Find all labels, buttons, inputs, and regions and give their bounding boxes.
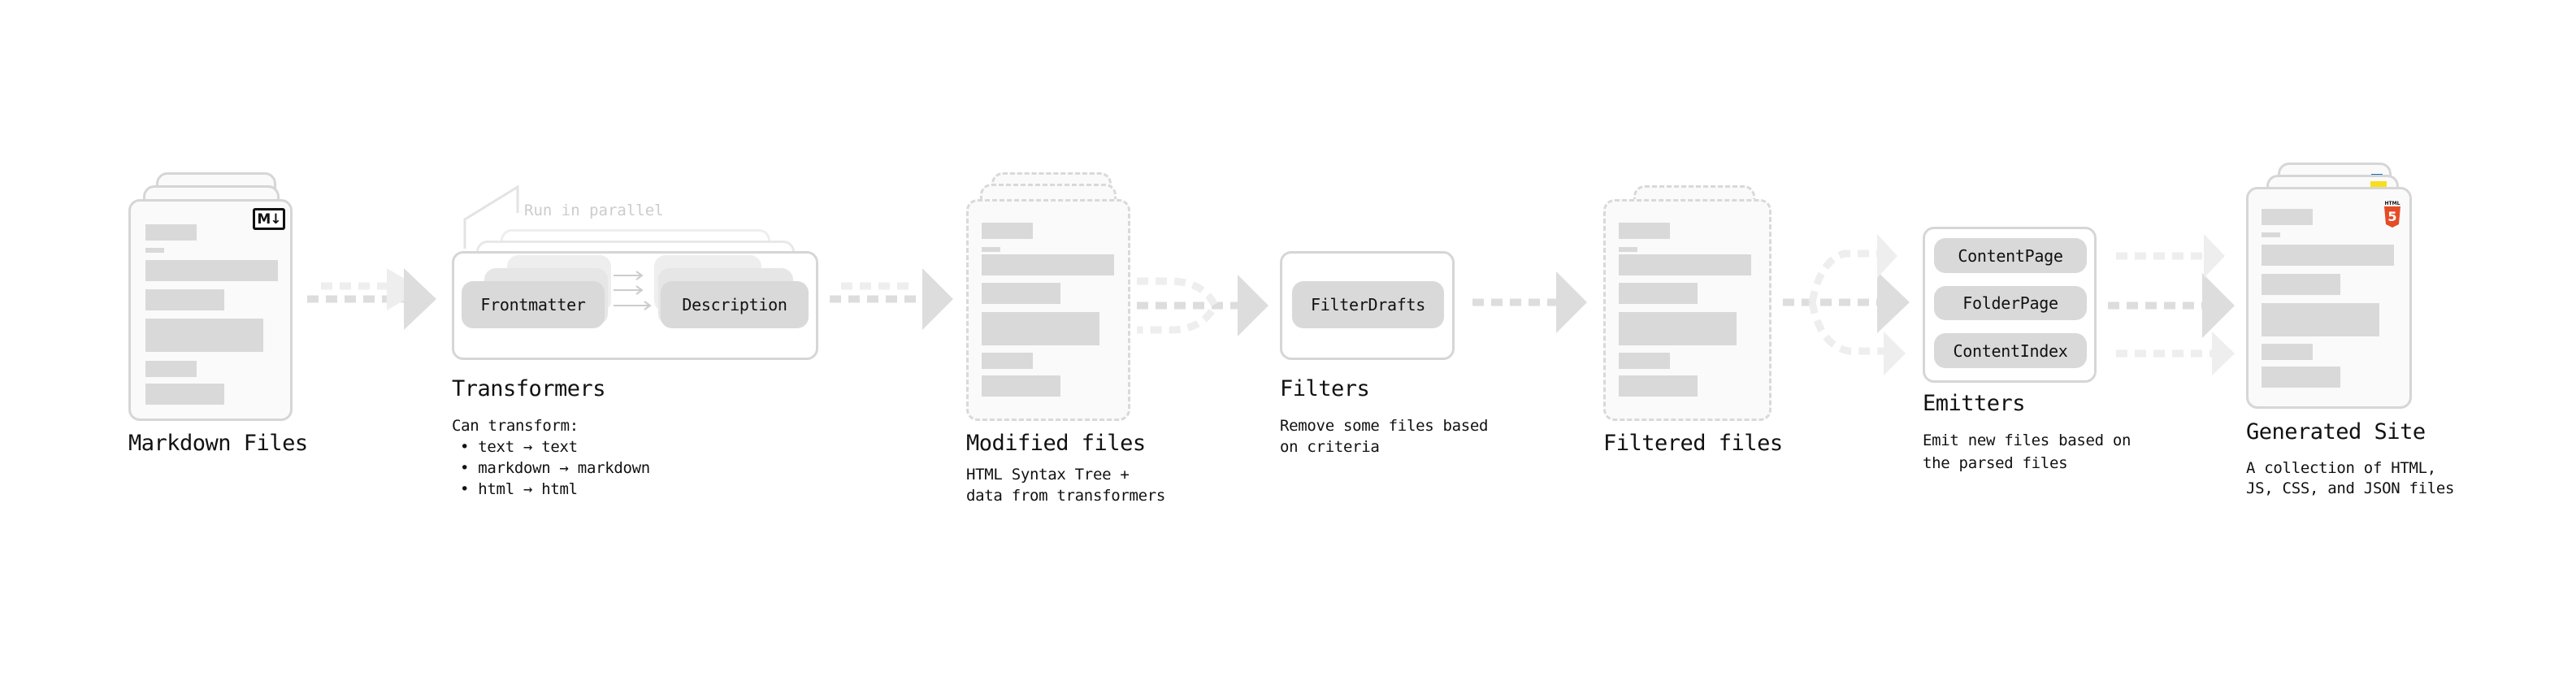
plugin-frontmatter[interactable]: Frontmatter xyxy=(462,281,605,328)
generated-desc-line: A collection of HTML, xyxy=(2246,459,2436,477)
modified-desc-line: data from transformers xyxy=(966,487,1166,505)
markdown-file-card: M↓ xyxy=(128,199,293,421)
plugin-description[interactable]: Description xyxy=(661,281,809,328)
transform-bullet: • html → html xyxy=(460,480,578,498)
modified-file-card xyxy=(966,199,1130,421)
stage-title-modified: Modified files xyxy=(966,431,1146,456)
transform-bullet: • text → text xyxy=(460,438,578,456)
svg-text:5: 5 xyxy=(2387,209,2396,224)
markdown-icon: M↓ xyxy=(253,208,285,230)
transformers-desc-heading: Can transform: xyxy=(452,417,579,435)
html5-icon: HTML 5 xyxy=(2383,201,2401,231)
emitters-desc-line: Emit new files based on xyxy=(1923,432,2131,449)
plugin-contentindex[interactable]: ContentIndex xyxy=(1934,333,2087,368)
modified-desc-line: HTML Syntax Tree + xyxy=(966,466,1130,484)
transform-bullet: • markdown → markdown xyxy=(460,459,650,477)
plugin-filterdrafts[interactable]: FilterDrafts xyxy=(1292,281,1444,328)
stage-title-filters: Filters xyxy=(1280,376,1370,401)
plugin-folderpage[interactable]: FolderPage xyxy=(1934,286,2087,320)
stage-title-emitters: Emitters xyxy=(1923,391,2026,416)
parallel-note: Run in parallel xyxy=(524,202,664,219)
filters-desc-line: on criteria xyxy=(1280,438,1380,456)
stage-title-filtered: Filtered files xyxy=(1603,431,1783,456)
emitters-desc-line: the parsed files xyxy=(1923,454,2068,472)
stage-title-generated: Generated Site xyxy=(2246,419,2426,445)
generated-file-card: HTML 5 xyxy=(2246,187,2412,409)
filters-desc-line: Remove some files based xyxy=(1280,417,1489,435)
filtered-file-card xyxy=(1603,199,1772,421)
plugin-contentpage[interactable]: ContentPage xyxy=(1934,238,2087,273)
generated-desc-line: JS, CSS, and JSON files xyxy=(2246,479,2455,497)
stage-title-transformers: Transformers xyxy=(452,376,606,401)
stage-title-markdown: Markdown Files xyxy=(128,431,308,456)
